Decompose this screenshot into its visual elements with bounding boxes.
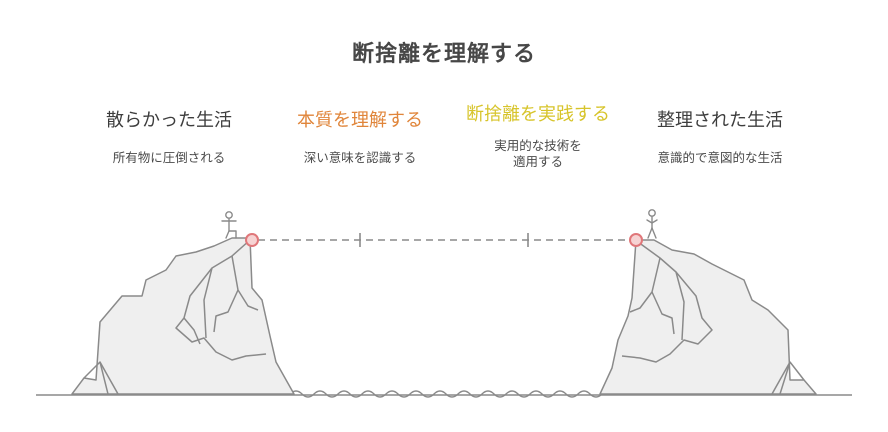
stage-label: 本質を理解する	[297, 110, 423, 131]
stage-description-line: 実用的な技術を	[494, 138, 582, 153]
right-cliff	[599, 239, 817, 395]
stage-label: 散らかった生活	[106, 110, 232, 131]
left-cliff	[71, 237, 295, 395]
stage-description: 実用的な技術を 適用する	[453, 138, 623, 170]
stage-description-line: 適用する	[512, 154, 563, 169]
stage-description: 意識的で意図的な生活	[657, 150, 783, 165]
stage-organized-life: 整理された生活 意識的で意図的な生活	[635, 110, 805, 166]
end-marker	[629, 233, 643, 247]
stage-label: 断捨離を実践する	[466, 104, 610, 125]
stage-cluttered-life: 散らかった生活 所有物に圧倒される	[84, 110, 254, 166]
sitting-person-icon	[221, 211, 237, 239]
stage-description: 深い意味を認識する	[303, 150, 417, 165]
stage-label: 整理された生活	[657, 110, 783, 131]
stage-understand-essence: 本質を理解する 深い意味を認識する	[275, 110, 445, 166]
diagram-title: 断捨離を理解する	[351, 42, 536, 67]
standing-person-icon	[646, 209, 658, 239]
stage-practice-danshari: 断捨離を実践する 実用的な技術を 適用する	[453, 104, 623, 170]
water-waves	[289, 390, 603, 398]
stage-description: 所有物に圧倒される	[112, 150, 226, 165]
start-marker	[245, 233, 259, 247]
